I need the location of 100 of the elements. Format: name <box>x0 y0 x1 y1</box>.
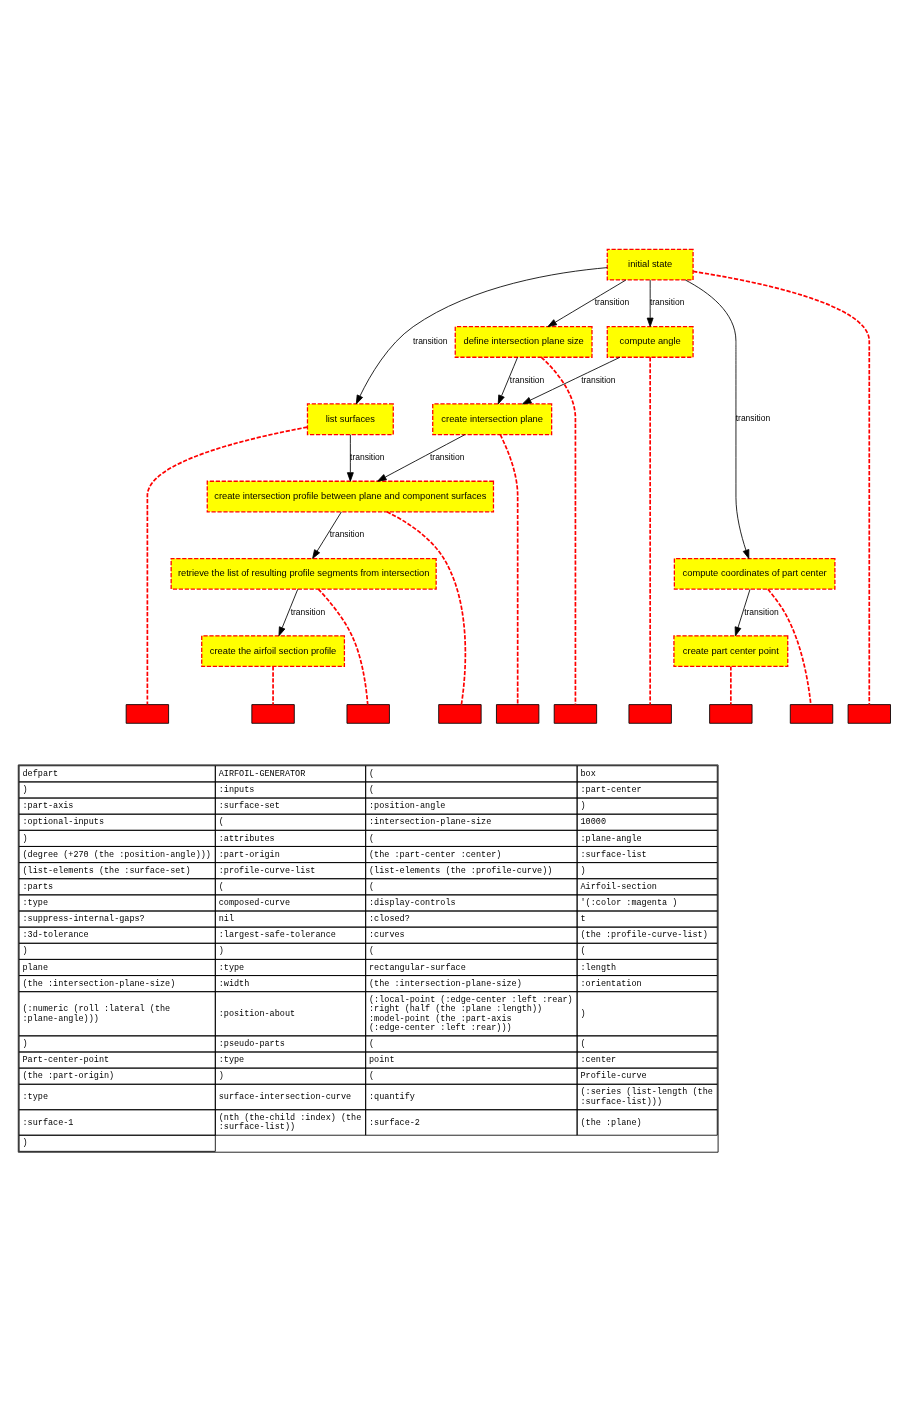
arrow <box>346 434 354 482</box>
label: ) <box>580 865 586 876</box>
node-box: compute coordinates of part center <box>673 557 836 590</box>
label: :display-controls <box>369 898 456 909</box>
label: :intersection-plane-size <box>369 817 492 828</box>
node-box: create part center point <box>673 635 789 668</box>
label: composed-curve <box>218 898 290 909</box>
label: :suppress-internal-gaps? <box>22 914 145 925</box>
connector <box>692 270 871 706</box>
label: :optional-inputs <box>22 817 104 828</box>
label: :position-angle <box>369 801 446 812</box>
label: ) <box>218 1071 224 1082</box>
node-bar <box>346 704 390 724</box>
label: plane <box>22 962 48 973</box>
label: :width <box>218 978 250 989</box>
label: :inputs <box>218 785 255 796</box>
edge-label: transition <box>594 297 630 308</box>
label: point <box>369 1055 395 1066</box>
label: (the :intersection-plane-size) <box>369 978 522 989</box>
label: (degree (+270 (the :position-angle))) <box>22 849 211 860</box>
node-box: create intersection profile between plane and component surfaces <box>206 480 495 513</box>
label: :orientation <box>580 978 642 989</box>
edge-label: transition <box>290 606 326 617</box>
label: (:local-point (:edge-center :left :rear) :right (half (the :plane :length)) :model-point (the :part-axis (:edge-center :left :rear))) <box>369 994 573 1033</box>
arrow <box>684 279 750 559</box>
label: :attributes <box>218 833 275 844</box>
edge-label: transition <box>735 413 771 424</box>
label: ( <box>369 768 375 779</box>
label: ) <box>22 1039 28 1050</box>
connector <box>386 511 467 706</box>
label: ) <box>22 946 28 957</box>
connector <box>540 356 577 706</box>
label: :part-origin <box>218 849 280 860</box>
label: (the :profile-curve-list) <box>580 930 708 941</box>
label: :type <box>22 898 48 909</box>
label: :part-axis <box>22 801 74 812</box>
label: ) <box>580 1008 586 1019</box>
node-bar <box>628 704 672 724</box>
label: 10000 <box>580 817 606 828</box>
label: (nth (the-child :index) (the :surface-list)) <box>218 1112 362 1133</box>
node-bar <box>789 704 834 724</box>
node-bar <box>847 704 891 724</box>
label: ) <box>580 801 586 812</box>
connector <box>730 665 732 706</box>
label: ( <box>580 946 586 957</box>
node-box: create the airfoil section profile <box>201 635 346 668</box>
connector <box>649 356 651 706</box>
label: AIRFOIL-GENERATOR <box>218 768 306 779</box>
arrow <box>312 511 342 559</box>
label: (:numeric (roll :lateral (the :plane-angle))) <box>22 1004 171 1024</box>
label: ) <box>22 1138 28 1149</box>
label: ( <box>369 1039 375 1050</box>
label: ) <box>218 946 224 957</box>
node-bar <box>125 704 170 724</box>
label: :3d-tolerance <box>22 930 89 941</box>
label: (the :plane) <box>580 1117 642 1128</box>
edge-label: transition <box>412 336 448 347</box>
arrow <box>522 356 621 405</box>
node-bar <box>553 704 598 724</box>
label: :part-center <box>580 785 642 796</box>
arrow <box>734 588 751 637</box>
label: (list-elements (the :profile-curve)) <box>369 865 553 876</box>
node-box: retrieve the list of resulting profile segments from intersection <box>170 557 437 590</box>
label: :curves <box>369 930 405 941</box>
arrow <box>377 434 466 482</box>
label: :closed? <box>369 914 410 925</box>
edge-label: transition <box>329 529 365 540</box>
node-box: create intersection plane <box>432 403 553 436</box>
label: (the :part-origin) <box>22 1071 115 1082</box>
label: :parts <box>22 881 54 892</box>
label: :pseudo-parts <box>218 1039 285 1050</box>
edge-label: transition <box>429 452 465 463</box>
label: ( <box>369 833 375 844</box>
node-box: initial state <box>606 248 694 281</box>
connector <box>499 433 519 706</box>
label: t <box>580 914 586 925</box>
label: :length <box>580 962 617 973</box>
node-box: define intersection plane size <box>454 326 593 358</box>
node-bar <box>496 704 540 724</box>
node-bar <box>709 704 753 724</box>
label: nil <box>218 914 234 925</box>
label: ) <box>22 833 28 844</box>
node-box: compute angle <box>606 326 694 358</box>
label: :surface-list <box>580 849 647 860</box>
label: ( <box>369 1071 375 1082</box>
label: Profile-curve <box>580 1071 647 1082</box>
connector <box>317 588 369 706</box>
arrow <box>547 279 627 327</box>
label: ( <box>369 785 375 796</box>
connector <box>272 665 274 706</box>
label: :profile-curve-list <box>218 865 316 876</box>
label: :position-about <box>218 1008 296 1019</box>
connector <box>146 426 309 706</box>
label: ( <box>369 881 375 892</box>
edge-label: transition <box>581 374 616 385</box>
label: :surface-1 <box>22 1117 74 1128</box>
label: Part-center-point <box>22 1055 110 1066</box>
connector <box>767 588 812 706</box>
label: :surface-2 <box>369 1117 420 1128</box>
label: ( <box>580 1039 586 1050</box>
